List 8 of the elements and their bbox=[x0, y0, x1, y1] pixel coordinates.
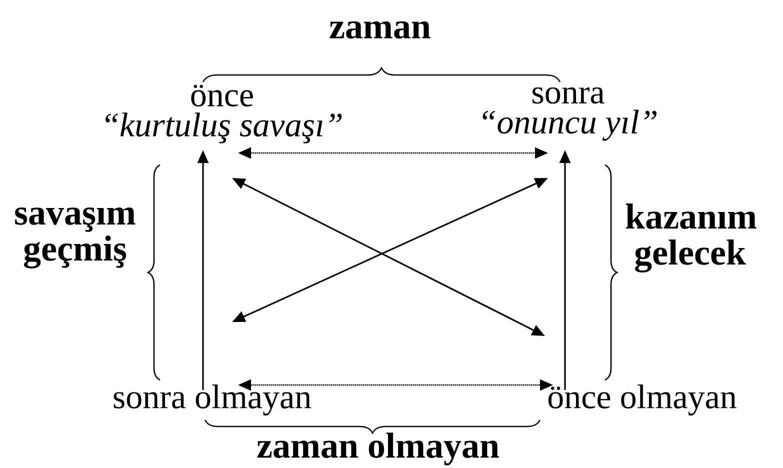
heading: kazanım gelecek bbox=[626, 204, 756, 272]
heading: savaşım geçmiş bbox=[15, 208, 136, 268]
heading: zaman olmayan bbox=[257, 432, 499, 466]
node-label: sonra “onuncu yıl” bbox=[482, 87, 656, 141]
node-label: sonra olmayan bbox=[114, 384, 312, 416]
heading: zaman bbox=[330, 21, 430, 39]
node-label: önce “kurtuluş savaşı” bbox=[106, 84, 342, 144]
node-label: önce olmayan bbox=[548, 384, 736, 416]
